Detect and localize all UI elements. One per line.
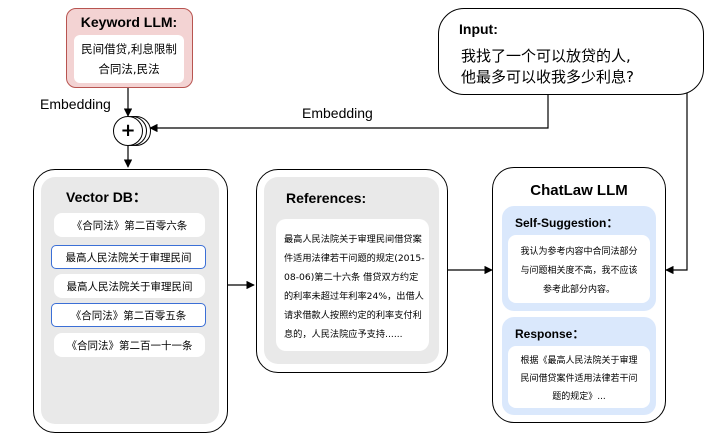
self-suggestion-section: Self-Suggestion： 我认为参考内容中合同法部分 与问题相关度不高，… [502, 206, 656, 311]
references-line: 08-06)第二十六条 借贷双方约定 [284, 272, 419, 283]
embedding-label-right: Embedding [302, 105, 373, 121]
chatlaw-llm-panel: ChatLaw LLM Self-Suggestion： 我认为参考内容中合同法… [492, 167, 666, 423]
response-card: 根据《最高人民法院关于审理 民间借贷案件适用法律若干问 题的规定》... [508, 346, 650, 408]
self-suggestion-line: 与问题相关度不高，我不应该 [520, 265, 638, 276]
references-line: 最高人民法院关于审理民间借贷案 [284, 234, 422, 245]
vector-db-item-highlighted: 最高人民法院关于审理民间 [51, 245, 206, 269]
input-line-1: 我找了一个可以放贷的人, [461, 47, 631, 65]
chatlaw-llm-title: ChatLaw LLM [530, 181, 628, 199]
response-line: 根据《最高人民法院关于审理 [520, 355, 638, 366]
references-line: 息的，人民法院应予支持...... [284, 329, 403, 340]
self-suggestion-line: 我认为参考内容中合同法部分 [520, 246, 638, 257]
response-title: Response： [515, 327, 585, 341]
references-inner: References: 最高人民法院关于审理民间借贷案 件适用法律若干问题的规定… [264, 177, 439, 364]
references-title: References: [286, 190, 367, 206]
self-suggestion-title: Self-Suggestion： [515, 216, 619, 230]
references-panel: References: 最高人民法院关于审理民间借贷案 件适用法律若干问题的规定… [256, 169, 448, 373]
keyword-llm-box: Keyword LLM: 民间借贷,利息限制 合同法,民法 [66, 8, 193, 88]
response-line: 题的规定》... [552, 391, 606, 402]
self-suggestion-card: 我认为参考内容中合同法部分 与问题相关度不高，我不应该 参考此部分内容。 [508, 235, 650, 303]
keyword-line-2: 合同法,民法 [98, 62, 160, 76]
keyword-llm-title: Keyword LLM: [80, 14, 178, 30]
references-line: 请求借款人按照约定的利率支付利 [284, 310, 422, 321]
combiner-stack: + [113, 115, 153, 149]
response-line: 民间借贷案件适用法律若干问 [520, 373, 638, 384]
response-section: Response： 根据《最高人民法院关于审理 民间借贷案件适用法律若干问 题的… [502, 317, 656, 415]
vector-db-item: 最高人民法院关于审理民间 [54, 274, 205, 298]
references-text-card: 最高人民法院关于审理民间借贷案 件适用法律若干问题的规定(2015- 08-06… [276, 219, 429, 351]
arrow-input-to-plus [149, 95, 549, 133]
vector-db-panel: Vector DB： [33, 169, 228, 433]
input-bubble: Input: 我找了一个可以放贷的人, 他最多可以收我多少利息? [438, 8, 704, 95]
arrow-input-to-chatlaw [665, 75, 688, 275]
references-line: 的利率未超过年利率24%，出借人 [284, 291, 424, 302]
vector-db-item-highlighted: 《合同法》第二百零五条 [51, 303, 206, 327]
keyword-line-1: 民间借贷,利息限制 [81, 42, 177, 56]
input-line-2: 他最多可以收我多少利息? [461, 68, 634, 86]
vector-db-title: Vector DB： [66, 189, 147, 205]
input-title: Input: [459, 21, 498, 37]
vector-db-item: 《合同法》第二百零六条 [54, 213, 205, 237]
vector-db-item: 《合同法》第二百一十一条 [54, 333, 205, 357]
references-line: 件适用法律若干问题的规定(2015- [284, 253, 425, 264]
plus-icon: + [113, 116, 143, 146]
keyword-list: 民间借贷,利息限制 合同法,民法 [74, 35, 184, 83]
self-suggestion-line: 参考此部分内容。 [542, 284, 615, 295]
embedding-label-left: Embedding [40, 96, 111, 112]
